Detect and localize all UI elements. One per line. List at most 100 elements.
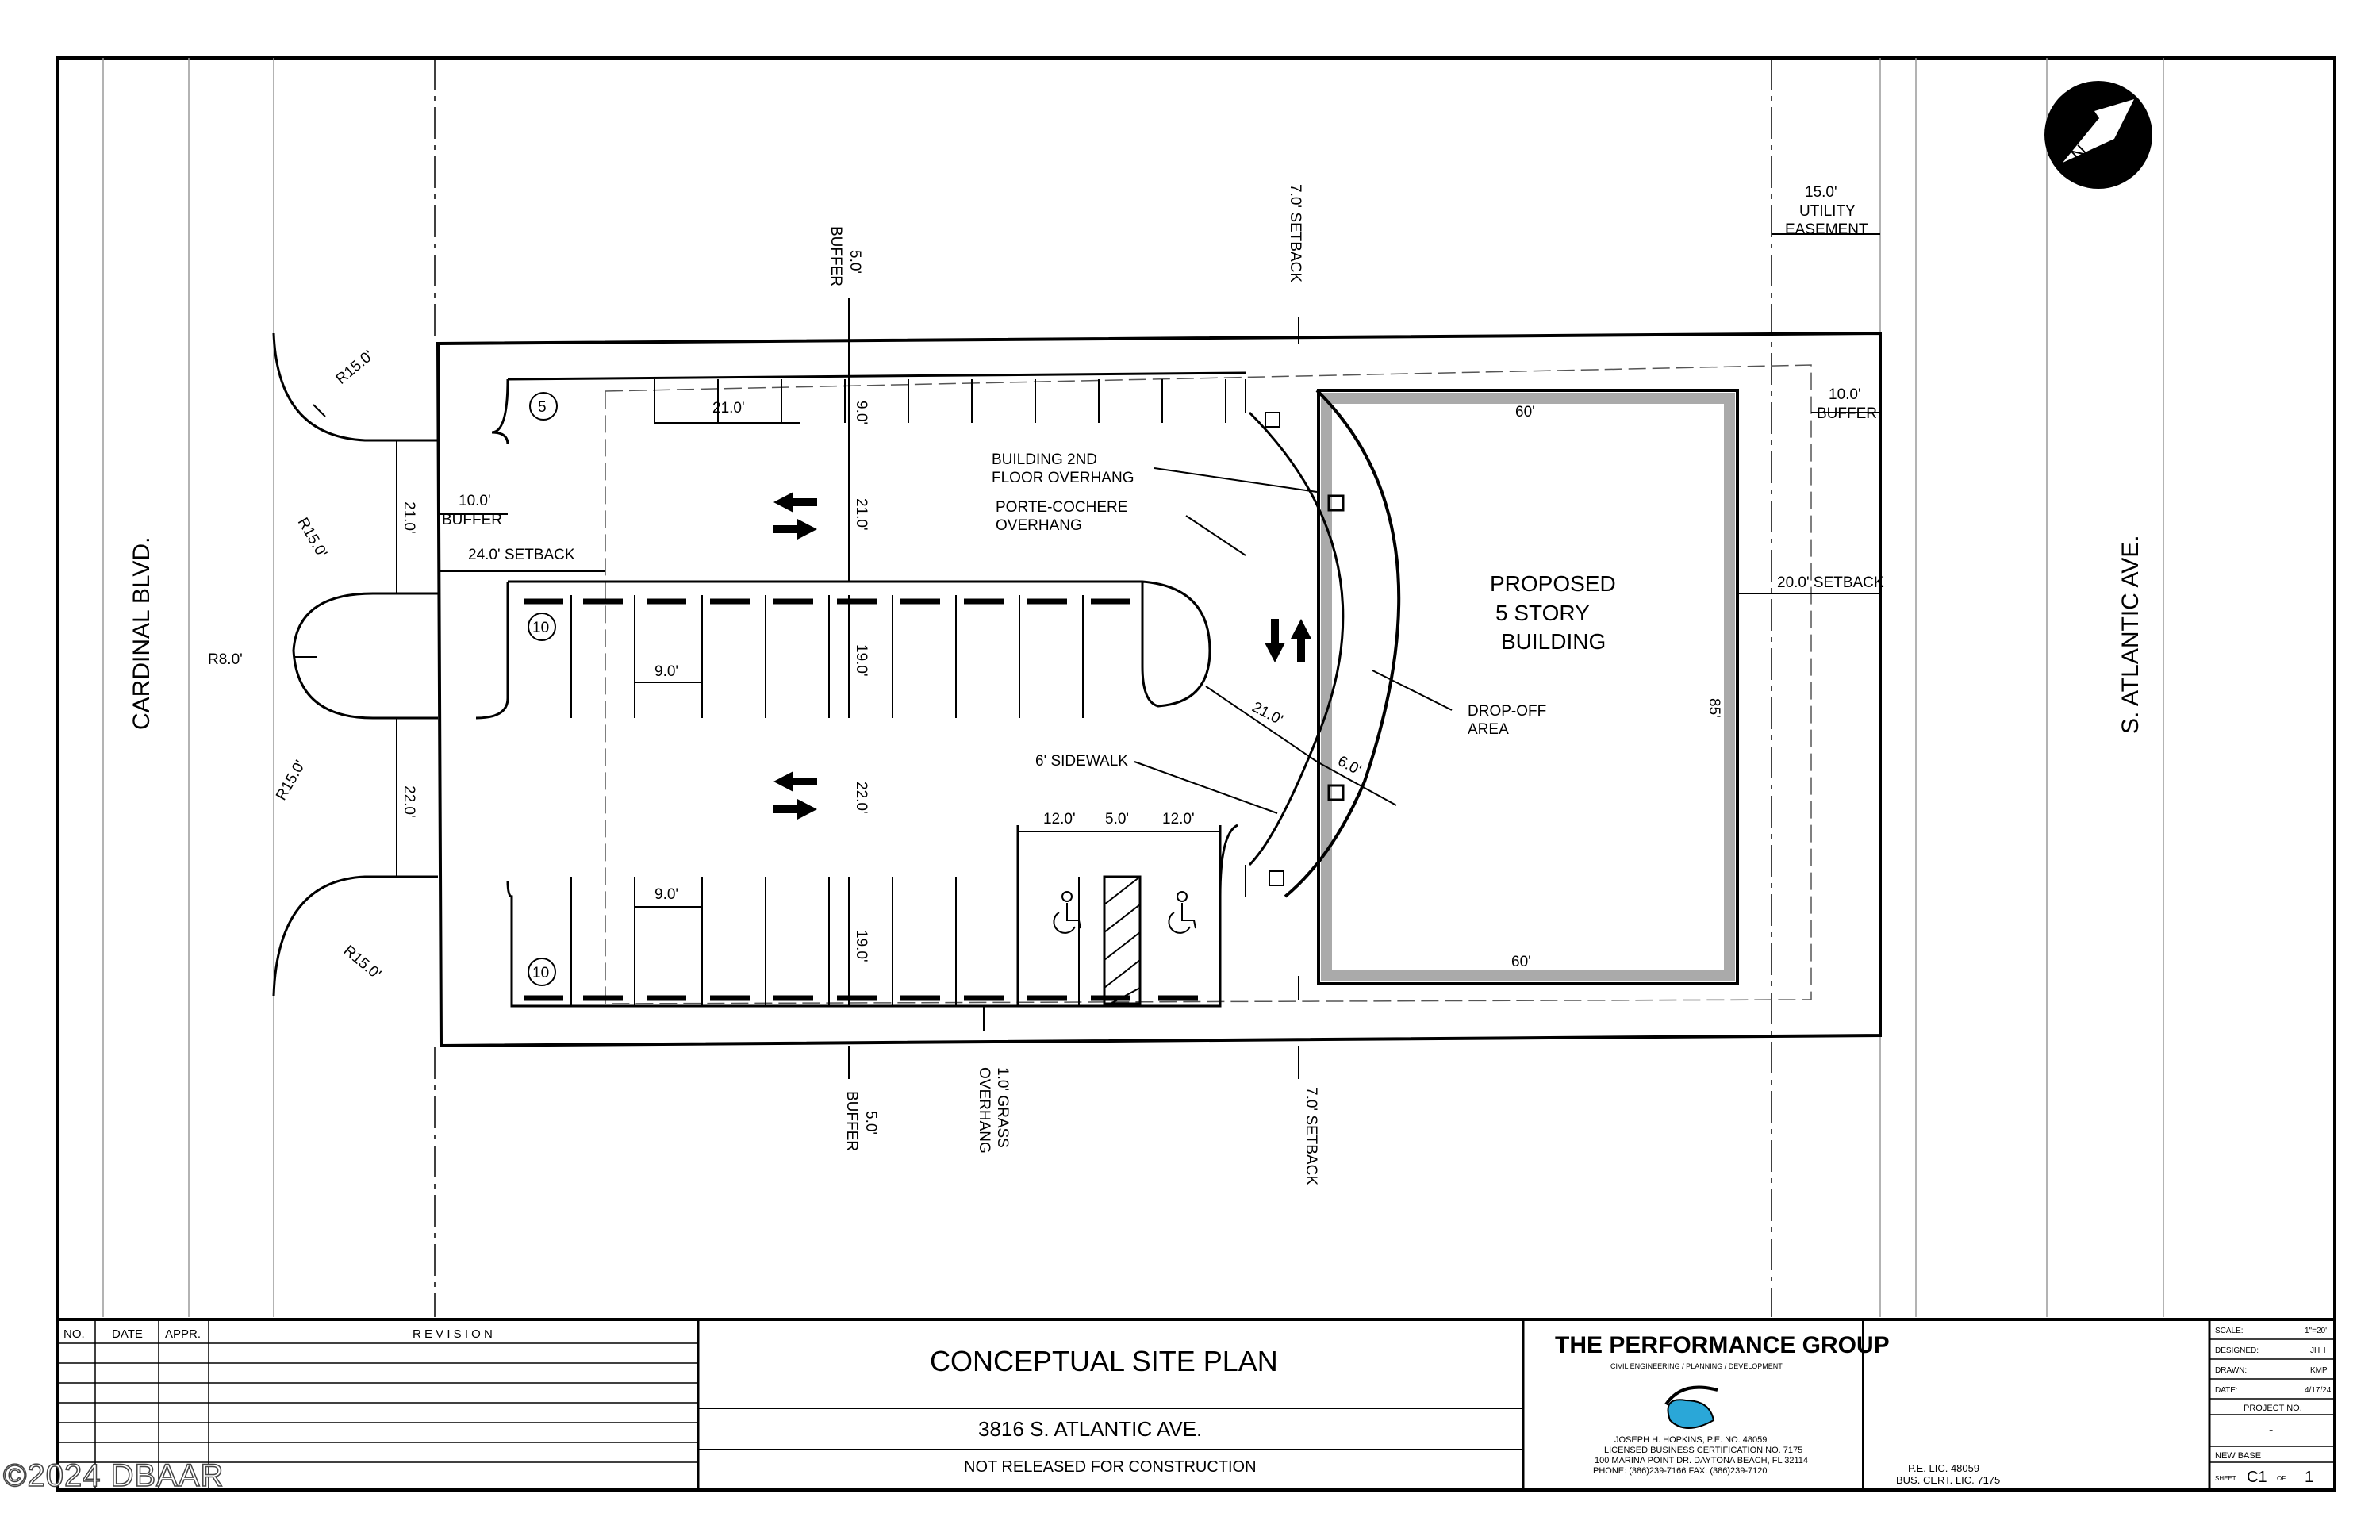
utility-easement-1: 15.0' — [1805, 184, 1837, 201]
buffer-right-2: BUFFER — [1817, 405, 1877, 422]
accessible-parking-icon — [1053, 891, 1196, 934]
space-counts: 5 10 10 — [528, 392, 558, 986]
right-of-way-lines — [102, 58, 2164, 1317]
drawn-value: KMP — [2310, 1366, 2328, 1375]
project-address: 3816 S. ATLANTIC AVE. — [978, 1417, 1202, 1441]
setback-right: 20.0' SETBACK — [1777, 574, 1884, 591]
ada-access-aisle — [1103, 875, 1142, 1005]
building-footprint-outline — [1317, 389, 1739, 985]
rev-header-revision: R E V I S I O N — [413, 1327, 493, 1341]
sheet-border — [56, 56, 2336, 1492]
rev-header-no: NO. — [63, 1327, 85, 1341]
porte-cochere-2: OVERHANG — [996, 517, 1082, 534]
project-no: - — [2269, 1423, 2273, 1437]
engineer-line-1: JOSEPH H. HOPKINS, P.E. NO. 48059 — [1614, 1435, 1767, 1445]
scale-value: 1"=20' — [2305, 1327, 2327, 1335]
building-footprint — [1321, 393, 1735, 981]
radius-mid-bottom: R15.0' — [273, 758, 309, 804]
traffic-arrows — [774, 492, 1311, 820]
rev-header-date: DATE — [112, 1327, 143, 1341]
base-label: NEW BASE — [2215, 1451, 2261, 1461]
scale-label: SCALE: — [2215, 1327, 2244, 1335]
company-subtitle: CIVIL ENGINEERING / PLANNING / DEVELOPME… — [1610, 1362, 1783, 1370]
stall-lines-top — [654, 379, 1226, 423]
designed-label: DESIGNED: — [2215, 1346, 2259, 1355]
project-no-label: PROJECT NO. — [2244, 1404, 2302, 1413]
grass-overhang-1: 1.0' GRASS — [994, 1067, 1011, 1148]
drawn-label: DRAWN: — [2215, 1366, 2247, 1375]
building-width-top: 60' — [1515, 404, 1535, 421]
street-s-atlantic-ave: S. ATLANTIC AVE. — [2117, 535, 2144, 734]
dim-nine-top: 9.0' — [853, 401, 869, 424]
engineer-line-4: PHONE: (386)239-7166 FAX: (386)239-7120 — [1593, 1466, 1768, 1476]
dim-aisle-top: 21.0' — [853, 498, 869, 531]
dim-entry-top: 21.0' — [401, 501, 417, 534]
buffer-right-1: 10.0' — [1829, 386, 1861, 403]
date-label: DATE: — [2215, 1386, 2238, 1395]
sheet-meta: SCALE: 1"=20' DESIGNED: JHH DRAWN: KMP D… — [2208, 1319, 2335, 1490]
company-block: THE PERFORMANCE GROUP CIVIL ENGINEERING … — [1555, 1319, 2000, 1490]
dim-aisle-bottom: 22.0' — [853, 782, 869, 814]
porte-cochere-1: PORTE-COCHERE — [996, 499, 1127, 516]
radius-mid-top: R15.0' — [294, 515, 330, 561]
space-count-bottom: 10 — [532, 965, 549, 981]
setback-bottom: 7.0' SETBACK — [1303, 1087, 1319, 1185]
title-block: NO. DATE APPR. R E V I S I O N CONCEPTUA… — [56, 1318, 2336, 1492]
building-overhang-2: FLOOR OVERHANG — [992, 470, 1134, 486]
setback-line — [605, 364, 1812, 1004]
building-label-1: PROPOSED — [1490, 571, 1616, 596]
engineer-line-3: 100 MARINA POINT DR. DAYTONA BEACH, FL 3… — [1595, 1456, 1808, 1465]
copyright-watermark: ©2024 DBAAR — [2, 1457, 225, 1494]
revision-table: NO. DATE APPR. R E V I S I O N — [58, 1319, 700, 1490]
sheet-total: 1 — [2305, 1469, 2313, 1486]
drop-off-2: AREA — [1468, 721, 1509, 738]
dim-ada-left: 12.0' — [1043, 811, 1076, 828]
dim-stall-width-mid: 9.0' — [654, 663, 678, 680]
stall-lines-middle — [570, 595, 1084, 718]
buffer-bottom-2: BUFFER — [843, 1091, 860, 1151]
radius-top: R15.0' — [333, 348, 377, 388]
dim-double-row: 19.0' — [853, 644, 869, 677]
utility-easement-3: EASEMENT — [1785, 221, 1868, 238]
radius-island: R8.0' — [208, 651, 243, 668]
radius-bottom: R15.0' — [340, 943, 384, 983]
parking-curbs — [475, 371, 1246, 1008]
buffer-top-1: 5.0' — [846, 250, 863, 274]
north-arrow: N — [2044, 81, 2152, 189]
grass-overhang-2: OVERHANG — [976, 1067, 992, 1154]
setback-left: 24.0' SETBACK — [468, 547, 575, 563]
construction-status: NOT RELEASED FOR CONSTRUCTION — [964, 1458, 1257, 1476]
title-area: CONCEPTUAL SITE PLAN 3816 S. ATLANTIC AV… — [698, 1319, 1525, 1490]
building-label-2: 5 STORY — [1495, 601, 1590, 625]
building-label-3: BUILDING — [1501, 629, 1606, 654]
date-value: 4/17/24 — [2305, 1386, 2332, 1395]
dim-bottom-row: 19.0' — [853, 930, 869, 962]
engineer-line-2: LICENSED BUSINESS CERTIFICATION NO. 7175 — [1604, 1446, 1802, 1455]
buffer-top-2: BUFFER — [827, 226, 844, 286]
building-width-bottom: 60' — [1511, 954, 1531, 970]
company-name: THE PERFORMANCE GROUP — [1555, 1332, 1890, 1358]
space-count-top: 5 — [538, 399, 547, 416]
buffer-left-2: BUFFER — [442, 512, 502, 528]
designed-value: JHH — [2310, 1346, 2325, 1355]
dim-stall-width-bottom: 9.0' — [654, 886, 678, 903]
sheet-number: C1 — [2247, 1469, 2267, 1486]
space-count-middle: 10 — [532, 620, 549, 636]
drawing-title: CONCEPTUAL SITE PLAN — [930, 1345, 1278, 1377]
driveway-curbs — [272, 332, 438, 997]
buffer-bottom-1: 5.0' — [862, 1111, 879, 1135]
sidewalk-label: 6' SIDEWALK — [1035, 753, 1128, 770]
license-line-2: BUS. CERT. LIC. 7175 — [1896, 1474, 2000, 1486]
of-label: OF — [2277, 1475, 2286, 1482]
dim-ada-access: 5.0' — [1105, 811, 1129, 828]
building-overhang-1: BUILDING 2ND — [992, 451, 1097, 468]
company-logo — [1664, 1385, 1718, 1429]
rev-header-appr: APPR. — [165, 1327, 201, 1341]
dim-entry-bottom: 22.0' — [401, 785, 417, 818]
stall-lines-bottom — [570, 877, 1080, 1006]
street-cardinal-blvd: CARDINAL BLVD. — [129, 537, 155, 730]
utility-easement-2: UTILITY — [1799, 203, 1856, 220]
dimension-lines — [294, 233, 1880, 1079]
license-line-1: P.E. LIC. 48059 — [1908, 1462, 1979, 1474]
setback-top: 7.0' SETBACK — [1287, 184, 1303, 282]
